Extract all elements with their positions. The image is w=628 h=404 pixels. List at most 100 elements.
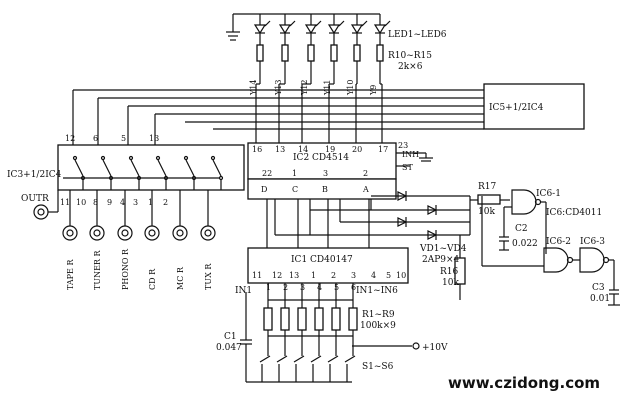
- bus-lines: [72, 89, 484, 145]
- input-jack-icon: [89, 225, 105, 241]
- pushbutton-icon: [344, 355, 356, 363]
- ic3-bottom-pin: 8: [93, 198, 98, 207]
- switch-lever: [130, 159, 140, 177]
- outr-jack-core: [37, 208, 45, 216]
- r1-value: 100k×9: [360, 321, 396, 331]
- ic3-top-pin: 12: [65, 134, 75, 143]
- ic2-pin23: 23: [398, 141, 408, 150]
- vd-label: VD1~VD4: [419, 244, 467, 254]
- pushbutton-icon: [293, 355, 305, 363]
- led-diode-icon: [278, 24, 292, 35]
- ic2-top-pin: 20: [352, 145, 362, 154]
- input-jack-core: [66, 229, 74, 237]
- ic3-top-pin: 13: [149, 134, 159, 143]
- input-jack-core: [148, 229, 156, 237]
- vd-value: 2AP9×4: [422, 255, 460, 265]
- led-resistor: [307, 44, 315, 62]
- input-label: PHONO R: [121, 248, 130, 290]
- switch-contact: [155, 155, 161, 161]
- ic61-label: IC6-1: [536, 189, 561, 199]
- c1-capacitor: [240, 292, 420, 383]
- dcba-label: A: [362, 185, 369, 194]
- ic3-bottom-pin: 3: [133, 198, 138, 207]
- ic6-gates: [481, 189, 620, 306]
- input-jack-core: [93, 229, 101, 237]
- ic3-box: [57, 144, 245, 191]
- pull-resistor: [314, 307, 324, 331]
- c2-label: C2: [515, 224, 528, 234]
- ic62-label: IC6-2: [546, 237, 571, 247]
- ic2-bottom-pin: 2: [363, 169, 368, 178]
- ic1-bottom-pin: 3: [351, 271, 356, 280]
- outr-label: OUTR: [21, 194, 49, 204]
- plus10-label: +10V: [422, 343, 448, 353]
- ic2-bottom-pin: 3: [323, 169, 328, 178]
- ic1-box: [247, 247, 409, 284]
- y-label: Y12: [300, 80, 309, 96]
- input-jack-icon: [200, 225, 216, 241]
- c3-value: 0.01: [590, 294, 610, 304]
- c1-label: C1: [224, 332, 237, 342]
- led-diode-icon: [350, 24, 364, 35]
- dcba-label: C: [292, 185, 298, 194]
- input-label: TAPE R: [66, 259, 75, 290]
- ic3-label: IC3+1/2IC4: [7, 170, 62, 180]
- led-arrow: [264, 20, 271, 27]
- ic2-input-strip: [247, 178, 397, 200]
- ic1-bottom-pin: 4: [371, 271, 376, 280]
- ic2-top-pin: 13: [275, 145, 285, 154]
- ic6-label: IC6:CD4011: [546, 208, 602, 218]
- ic1-bottom-pin: 5: [386, 271, 391, 280]
- pushbutton-icon: [310, 355, 322, 363]
- ic2-label: IC2 CD4514: [293, 153, 349, 163]
- ic3-top-pin: 6: [93, 134, 98, 143]
- input-jack-icon: [172, 225, 188, 241]
- led-arrow: [361, 20, 368, 27]
- led-resistor: [353, 44, 361, 62]
- ic1-bottom-pin: 13: [289, 271, 299, 280]
- y-label: Y10: [346, 80, 355, 96]
- ic1-bottom-pin: 11: [252, 271, 262, 280]
- r17-label: R17: [478, 182, 497, 192]
- ic2-top-pin: 16: [252, 145, 262, 154]
- diode-network: [274, 191, 510, 300]
- ic5-label: IC5+1/2IC4: [489, 103, 544, 113]
- led-arrow: [384, 20, 391, 27]
- pushbutton-icon: [259, 355, 271, 363]
- ic1-label: IC1 CD40147: [291, 255, 353, 265]
- input-label: TUNER R: [93, 250, 102, 290]
- r17-value: 10k: [478, 207, 495, 217]
- ic1-bottom-pin: 1: [311, 271, 316, 280]
- dcba-label: B: [322, 185, 328, 194]
- ic1-bottom-pin: 10: [396, 271, 406, 280]
- r16-value: 10k: [442, 278, 459, 288]
- ic3-top-pin: 5: [121, 134, 126, 143]
- switch-lever: [102, 159, 112, 177]
- ic2-box: [247, 142, 397, 180]
- led-resistor: [376, 44, 384, 62]
- input-jack-core: [121, 229, 129, 237]
- ic1-bottom-pin: 2: [331, 271, 336, 280]
- r10-label: R10~R15: [388, 51, 432, 61]
- inh-ground: [396, 152, 433, 167]
- switch-lever: [185, 159, 195, 177]
- input-jack-icon: [144, 225, 160, 241]
- s1-label: S1~S6: [362, 362, 394, 372]
- input-jack-icon: [62, 225, 78, 241]
- st-label: ST: [402, 163, 413, 172]
- ic2-top-pin: 14: [298, 145, 308, 154]
- r16-label: R16: [440, 267, 459, 277]
- ic3-bottom-pin: 10: [76, 198, 86, 207]
- ic3-bottom-pin: 2: [163, 198, 168, 207]
- switch-lever: [74, 159, 84, 177]
- ic1-bottom-pin: 12: [272, 271, 282, 280]
- switch-contact: [210, 155, 216, 161]
- pushbutton-icon: [276, 355, 288, 363]
- input-jack-core: [176, 229, 184, 237]
- watermark-url: www.czidong.com: [448, 374, 600, 392]
- input-label: TUX R: [204, 263, 213, 290]
- led-resistor: [281, 44, 289, 62]
- led-resistor: [330, 44, 338, 62]
- ic3-bottom-pin: 11: [60, 198, 70, 207]
